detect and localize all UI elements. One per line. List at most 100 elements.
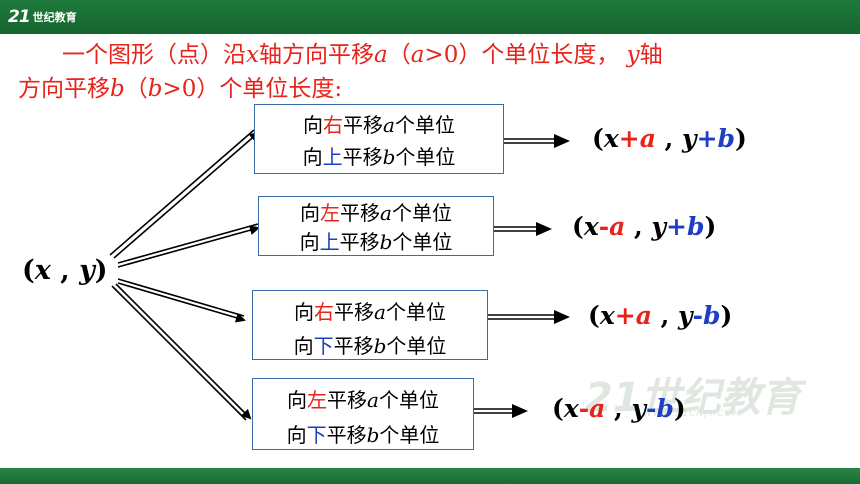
origin-x: x [34, 255, 51, 286]
rule-var-b: b [379, 230, 393, 254]
result-op-y: - [646, 394, 657, 423]
paren: ) [735, 124, 747, 153]
footer-bar [0, 468, 860, 484]
result-b: b [717, 124, 735, 153]
paren: ) [704, 212, 717, 241]
result-op-y: - [692, 301, 703, 330]
branch-arrow-2 [117, 223, 260, 268]
result-op-x: - [598, 212, 610, 241]
direction-right: 右 [323, 113, 344, 137]
result-y: y [678, 301, 693, 330]
rule-line-x: 向左平移a个单位 [259, 197, 493, 226]
result-y: y [682, 124, 697, 153]
header-bar: 21 世纪教育 [0, 0, 860, 34]
result-op-y: + [696, 124, 718, 153]
rule-text: 向 [303, 113, 324, 137]
result-y: y [631, 394, 646, 423]
logo-text: 世纪教育 [32, 11, 77, 24]
rule-box-right-down: 向右平移a个单位 向下平移b个单位 [252, 290, 488, 360]
intro-text: 轴 [639, 42, 663, 68]
rule-var-a: a [374, 300, 386, 324]
rule-text: 个单位 [391, 201, 452, 225]
paren: ( [22, 255, 35, 286]
rule-line-x: 向左平移a个单位 [253, 384, 473, 413]
result-y: y [651, 212, 666, 241]
watermark-logo-text: 21世纪教育 [585, 375, 801, 421]
intro-text: >0）个单位长度， [424, 42, 620, 68]
result-right-down: (x+a , y-b) [588, 301, 732, 330]
rule-text: 向 [299, 230, 320, 254]
rule-text: 个单位 [395, 145, 456, 169]
intro-var-a: a [373, 42, 388, 68]
intro-var-a: a [410, 42, 425, 68]
watermark-url: WWW.21CNJY.COM [643, 409, 742, 419]
result-b: b [686, 212, 705, 241]
direction-down: 下 [313, 334, 334, 358]
branch-arrow-1 [109, 129, 260, 259]
rule-text: 个单位 [392, 230, 453, 254]
comma: , [655, 124, 683, 153]
rule-var-b: b [373, 334, 387, 358]
result-left-down: (x-a , y-b) [552, 394, 686, 423]
logo: 21 世纪教育 [8, 5, 77, 29]
rule-text: 向 [294, 300, 315, 324]
rule-box-right-up: 向右平移a个单位 向上平移b个单位 [254, 104, 504, 174]
result-x: x [599, 301, 615, 330]
result-a: a [589, 394, 606, 423]
origin-point: (x , y) [22, 255, 108, 286]
result-right-up: (x+a , y+b) [592, 124, 747, 153]
watermark: 21世纪教育 WWW.21CNJY.COM [585, 365, 825, 421]
direction-up: 上 [322, 145, 343, 169]
result-x: x [563, 394, 579, 423]
comma: , [50, 255, 80, 286]
intro-text: 一个图形（点）沿 [62, 42, 246, 68]
branch-arrow-3 [117, 278, 246, 323]
rule-line-x: 向右平移a个单位 [253, 296, 487, 325]
rule-box-left-up: 向左平移a个单位 向上平移b个单位 [258, 196, 494, 256]
intro-text: >0）个单位长度: [162, 76, 343, 102]
result-x: x [603, 124, 619, 153]
result-op-y: + [666, 212, 687, 241]
rule-text: 个单位 [394, 113, 455, 137]
direction-right: 右 [314, 300, 335, 324]
result-a: a [639, 124, 656, 153]
result-op-x: + [614, 301, 636, 330]
rule-text: 平移 [326, 423, 367, 447]
rule-text: 平移 [334, 300, 375, 324]
paren: ) [94, 255, 108, 286]
paren: ) [673, 394, 686, 423]
rule-text: 个单位 [378, 388, 439, 412]
rule-text: 向 [300, 201, 321, 225]
rule-line-y: 向下平移b个单位 [253, 330, 487, 359]
intro-text: 方向平移 [18, 76, 110, 102]
intro-text: 轴方向平移 [258, 42, 374, 68]
result-op-x: + [618, 124, 640, 153]
rule-line-y: 向下平移b个单位 [253, 419, 473, 448]
branch-arrow-4 [111, 283, 252, 421]
rule-text: 个单位 [385, 300, 446, 324]
rule-var-b: b [382, 145, 396, 169]
result-arrow-2 [494, 222, 552, 236]
rule-var-a: a [383, 113, 395, 137]
rule-line-y: 向上平移b个单位 [259, 226, 493, 255]
rule-text: 个单位 [379, 423, 440, 447]
rule-line-x: 向右平移a个单位 [255, 109, 503, 138]
rule-text: 向 [287, 388, 308, 412]
result-left-up: (x-a , y+b) [572, 212, 716, 241]
direction-up: 上 [319, 230, 340, 254]
intro-var-y: y [626, 42, 640, 68]
rule-var-b: b [366, 423, 380, 447]
result-b: b [656, 394, 674, 423]
result-arrow-1 [504, 134, 570, 148]
comma: , [651, 301, 679, 330]
rule-text: 个单位 [386, 334, 447, 358]
direction-left: 左 [307, 388, 328, 412]
rule-line-y: 向上平移b个单位 [255, 141, 503, 170]
intro-line-2: 方向平移b（b>0）个单位长度: [18, 72, 818, 106]
paren: ( [588, 301, 600, 330]
rule-text: 向 [293, 334, 314, 358]
origin-y: y [79, 255, 95, 286]
paren: ( [552, 394, 564, 423]
intro-var-x: x [246, 42, 259, 68]
